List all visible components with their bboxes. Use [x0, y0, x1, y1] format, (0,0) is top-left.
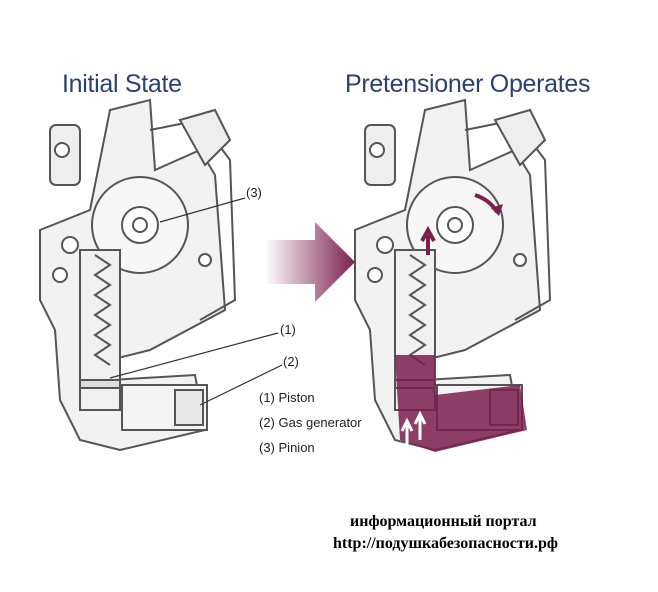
legend-label: Pinion — [278, 440, 315, 455]
footer-url-link[interactable]: http://подушкабезопасности.рф — [333, 535, 558, 552]
initial-state-mechanism — [39, 99, 236, 451]
operating-mechanism — [354, 99, 551, 452]
up-arrows-icon — [400, 410, 427, 445]
title-initial-state: Initial State — [62, 70, 182, 98]
legend-label: Gas generator — [278, 415, 362, 430]
callout-2: (2) — [283, 354, 299, 369]
gas-pressure-fill — [395, 355, 527, 452]
legend-label: Piston — [278, 390, 315, 405]
legend-num: (2) — [259, 415, 275, 430]
title-pretensioner-operates: Pretensioner Operates — [345, 70, 591, 98]
rack-up-arrow-icon — [420, 225, 436, 255]
callout-1: (1) — [280, 322, 296, 337]
legend-num: (3) — [259, 440, 275, 455]
legend-item: (1) Piston — [259, 390, 315, 405]
footer-portal-text: информационный портал — [350, 513, 537, 530]
callout-lines — [109, 197, 283, 406]
legend-num: (1) — [259, 390, 275, 405]
legend-item: (3) Pinion — [259, 440, 315, 455]
legend-item: (2) Gas generator — [259, 415, 362, 430]
transition-arrow-icon — [265, 222, 355, 302]
callout-3: (3) — [246, 185, 262, 200]
